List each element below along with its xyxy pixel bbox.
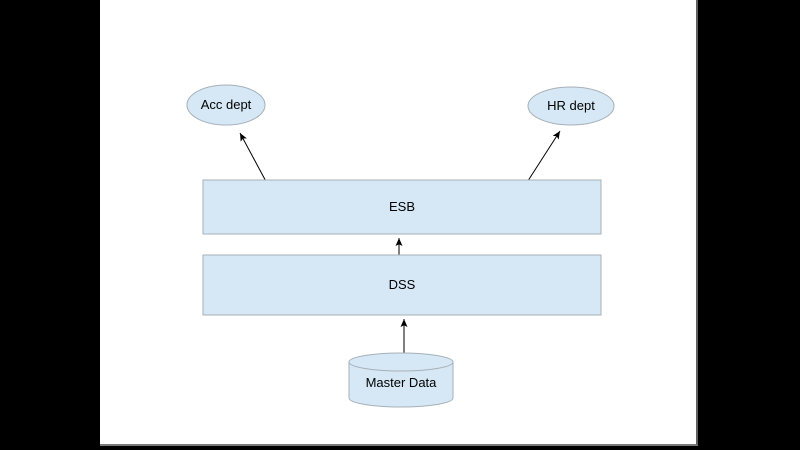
edge-esb-to-acc-dept (239, 132, 270, 188)
node-hr-dept: HR dept (527, 86, 615, 126)
diagram-canvas: ESB DSS Acc dept HR dept Master Dat (100, 0, 698, 446)
edge-esb-to-hr-dept (523, 130, 561, 188)
dss-rectangle (202, 254, 602, 316)
hr-dept-ellipse (527, 86, 615, 126)
node-acc-dept: Acc dept (186, 84, 266, 126)
dss-label: DSS (389, 277, 416, 292)
acc-dept-ellipse (186, 84, 266, 126)
node-esb: ESB (202, 179, 602, 235)
node-dss: DSS (202, 254, 602, 316)
master-data-label: Master Data (366, 375, 438, 390)
acc-dept-label: Acc dept (201, 97, 252, 112)
esb-rectangle (202, 179, 602, 235)
master-data-cylinder-body (348, 352, 454, 408)
diagram-svg: ESB DSS Acc dept HR dept Master Dat (186, 84, 615, 408)
node-master-data: Master Data (348, 352, 454, 408)
hr-dept-label: HR dept (547, 98, 595, 113)
esb-label: ESB (389, 199, 415, 214)
master-data-cylinder-top-arc (348, 361, 454, 372)
